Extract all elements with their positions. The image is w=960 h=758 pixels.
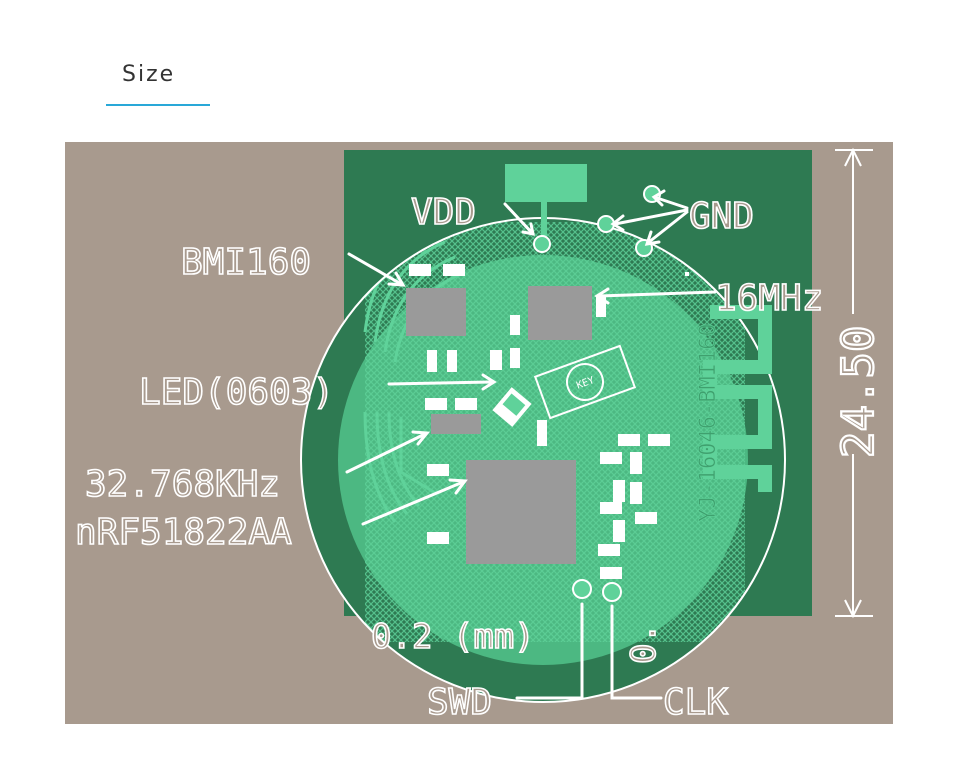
swd-label: SWD (427, 682, 492, 723)
edge-label: 0. (624, 623, 664, 664)
nrf51822-chip (466, 460, 576, 564)
smd-components (409, 264, 689, 579)
clk-label: CLK (663, 682, 728, 723)
antenna-pad (505, 164, 587, 202)
vdd-label: VDD (411, 192, 476, 233)
gnd-label: GND (689, 196, 754, 237)
bmi160-label: BMI160 (181, 242, 311, 283)
dimension-marker (835, 147, 873, 619)
nrf-label: nRF51822AA (75, 512, 292, 553)
bmi160-chip (406, 288, 466, 336)
mhz16-label: 16MHz (715, 278, 823, 319)
test-pads (533, 185, 661, 602)
meander-antenna (703, 305, 772, 492)
crystal-32khz (431, 414, 481, 434)
silkscreen-text: YJ-16046-BMI160 (696, 323, 721, 522)
section-title: Size (122, 62, 176, 87)
dimension-label: 24.50 (833, 326, 884, 458)
khz-label: 32.768KHz (85, 464, 280, 505)
led-label: LED(0603) (139, 372, 334, 413)
thickness-label: 0.2 (mm) (371, 617, 535, 657)
crystal-16mhz (528, 286, 592, 340)
led-component (492, 387, 532, 427)
section-underline (106, 104, 210, 106)
annotation-arrows (345, 189, 717, 700)
pcb-diagram: KEY YJ-16046-BMI160 (65, 142, 893, 724)
